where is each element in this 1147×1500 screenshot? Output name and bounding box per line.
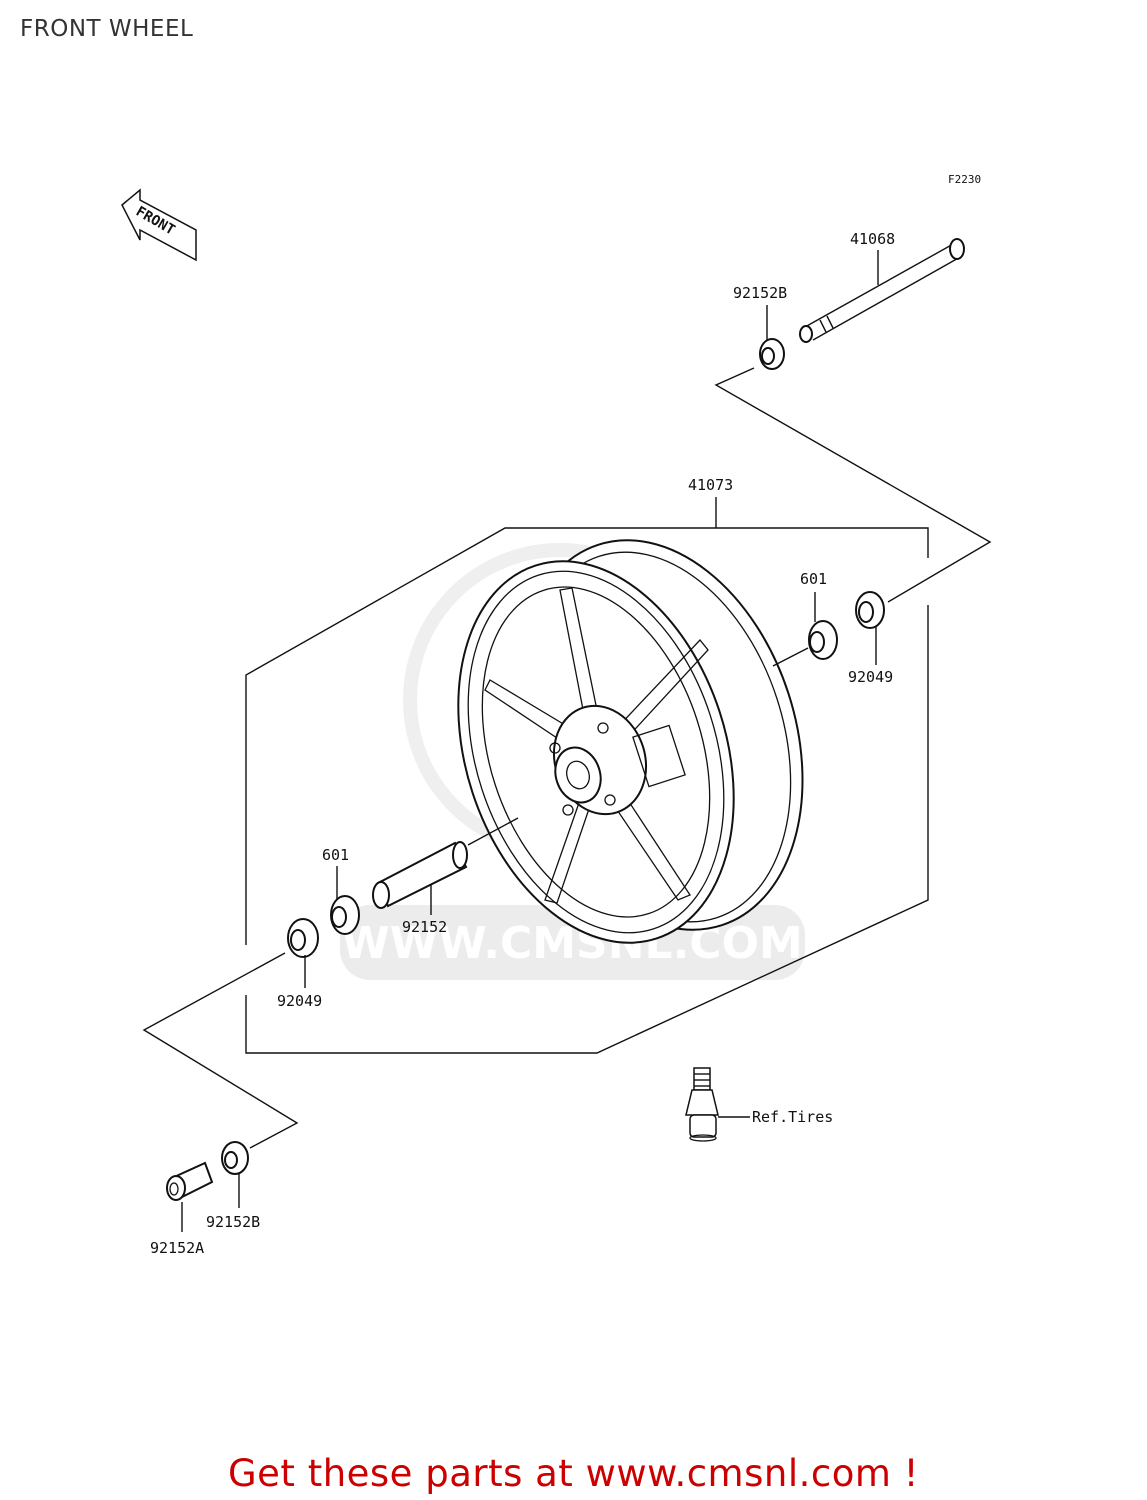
label-92152b-upper: 92152B — [733, 284, 787, 302]
connector-lower — [142, 952, 299, 1149]
valve-part — [685, 1067, 719, 1142]
exploded-parts-diagram: WWW.CMSNL.COM F2230 FRONT 41068 92152B 4… — [121, 173, 992, 1257]
label-ref-tires: Ref.Tires — [752, 1108, 833, 1126]
axis-line-left — [467, 817, 519, 846]
label-601-right: 601 — [800, 570, 827, 588]
seal-left-part — [287, 918, 319, 958]
bearing-left-part — [330, 895, 360, 935]
label-92152b-lower: 92152B — [206, 1213, 260, 1231]
seal-right-part — [855, 591, 885, 629]
assembly-box-right — [245, 605, 929, 1054]
collar-lower-part — [221, 1141, 249, 1175]
label-41068: 41068 — [850, 230, 895, 248]
label-92152a: 92152A — [150, 1239, 204, 1257]
collar-lower-a-part — [166, 1161, 214, 1201]
collar-upper-part — [759, 338, 785, 370]
wheel-part — [457, 539, 804, 944]
page-title: FRONT WHEEL — [20, 16, 194, 42]
spacer-part — [372, 841, 468, 909]
axis-line-right — [772, 647, 809, 667]
label-92049-right: 92049 — [848, 668, 893, 686]
connector-upper — [714, 367, 992, 603]
figure-code: F2230 — [948, 173, 981, 186]
bearing-right-part — [808, 620, 838, 660]
label-601-left: 601 — [322, 846, 349, 864]
label-92152: 92152 — [402, 918, 447, 936]
label-41073: 41073 — [688, 476, 733, 494]
axle-part — [799, 238, 965, 343]
promo-link[interactable]: Get these parts at www.cmsnl.com ! — [227, 1452, 919, 1495]
front-direction-arrow: FRONT — [121, 188, 197, 262]
assembly-box — [245, 527, 929, 945]
label-92049-left: 92049 — [277, 992, 322, 1010]
